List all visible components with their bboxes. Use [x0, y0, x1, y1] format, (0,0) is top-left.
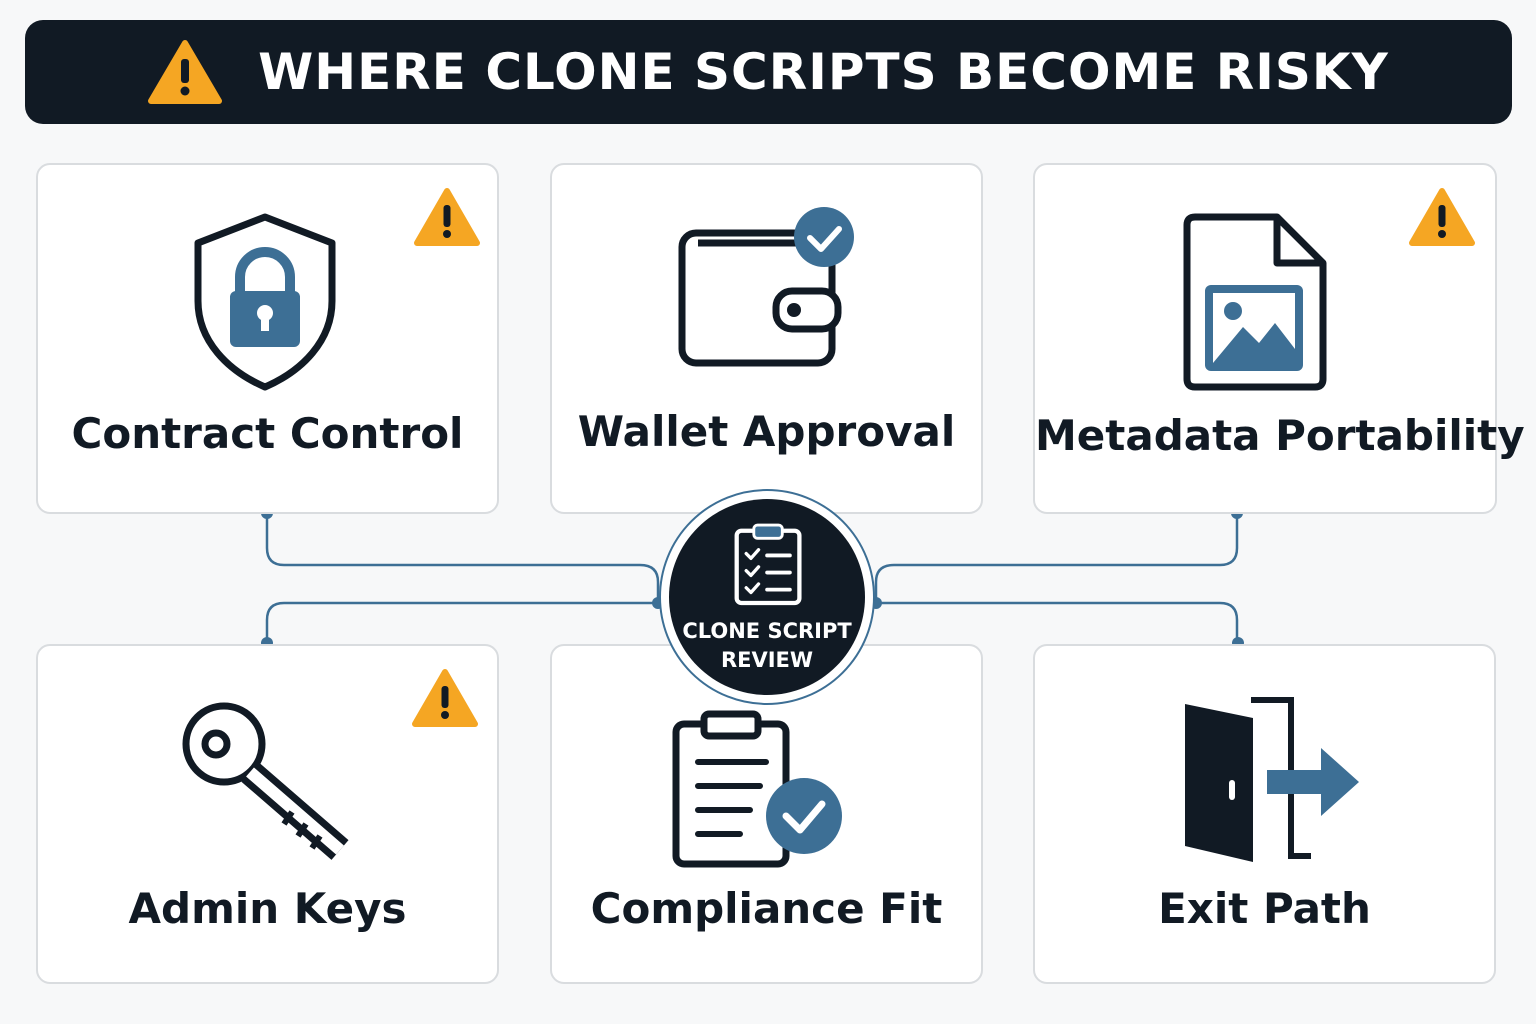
warning-triangle-icon: [414, 188, 480, 246]
clipboard-check-icon: [672, 710, 842, 868]
card-wallet-approval[interactable]: Wallet Approval: [550, 163, 983, 514]
clone-script-review-hub[interactable]: CLONE SCRIPT REVIEW: [659, 489, 875, 705]
exit-door-icon: [1185, 697, 1359, 862]
card-admin-keys[interactable]: Admin Keys: [36, 644, 499, 984]
card-label: Admin Keys: [128, 884, 407, 933]
hub-label: CLONE SCRIPT REVIEW: [661, 617, 873, 675]
warning-triangle-icon: [412, 669, 478, 727]
wallet-check-icon: [678, 207, 854, 367]
card-label: Exit Path: [1158, 884, 1371, 933]
clipboard-checklist-icon: [734, 523, 802, 606]
image-file-icon: [1183, 213, 1327, 391]
card-label: Contract Control: [71, 409, 464, 458]
card-label: Wallet Approval: [577, 407, 956, 456]
card-label: Compliance Fit: [590, 884, 943, 933]
hub-label-line2: REVIEW: [720, 648, 814, 672]
hub-label-line1: CLONE SCRIPT: [682, 619, 852, 643]
card-label: Metadata Portability: [1035, 411, 1525, 460]
header-banner: WHERE CLONE SCRIPTS BECOME RISKY: [25, 20, 1512, 124]
card-contract-control[interactable]: Contract Control: [36, 163, 499, 514]
warning-triangle-icon: [1409, 188, 1475, 246]
shield-lock-icon: [194, 213, 336, 391]
page-title: WHERE CLONE SCRIPTS BECOME RISKY: [258, 43, 1389, 101]
key-icon: [182, 702, 349, 860]
card-exit-path[interactable]: Exit Path: [1033, 644, 1496, 984]
warning-triangle-icon: [148, 40, 223, 104]
card-metadata-portability[interactable]: Metadata Portability: [1033, 163, 1525, 514]
